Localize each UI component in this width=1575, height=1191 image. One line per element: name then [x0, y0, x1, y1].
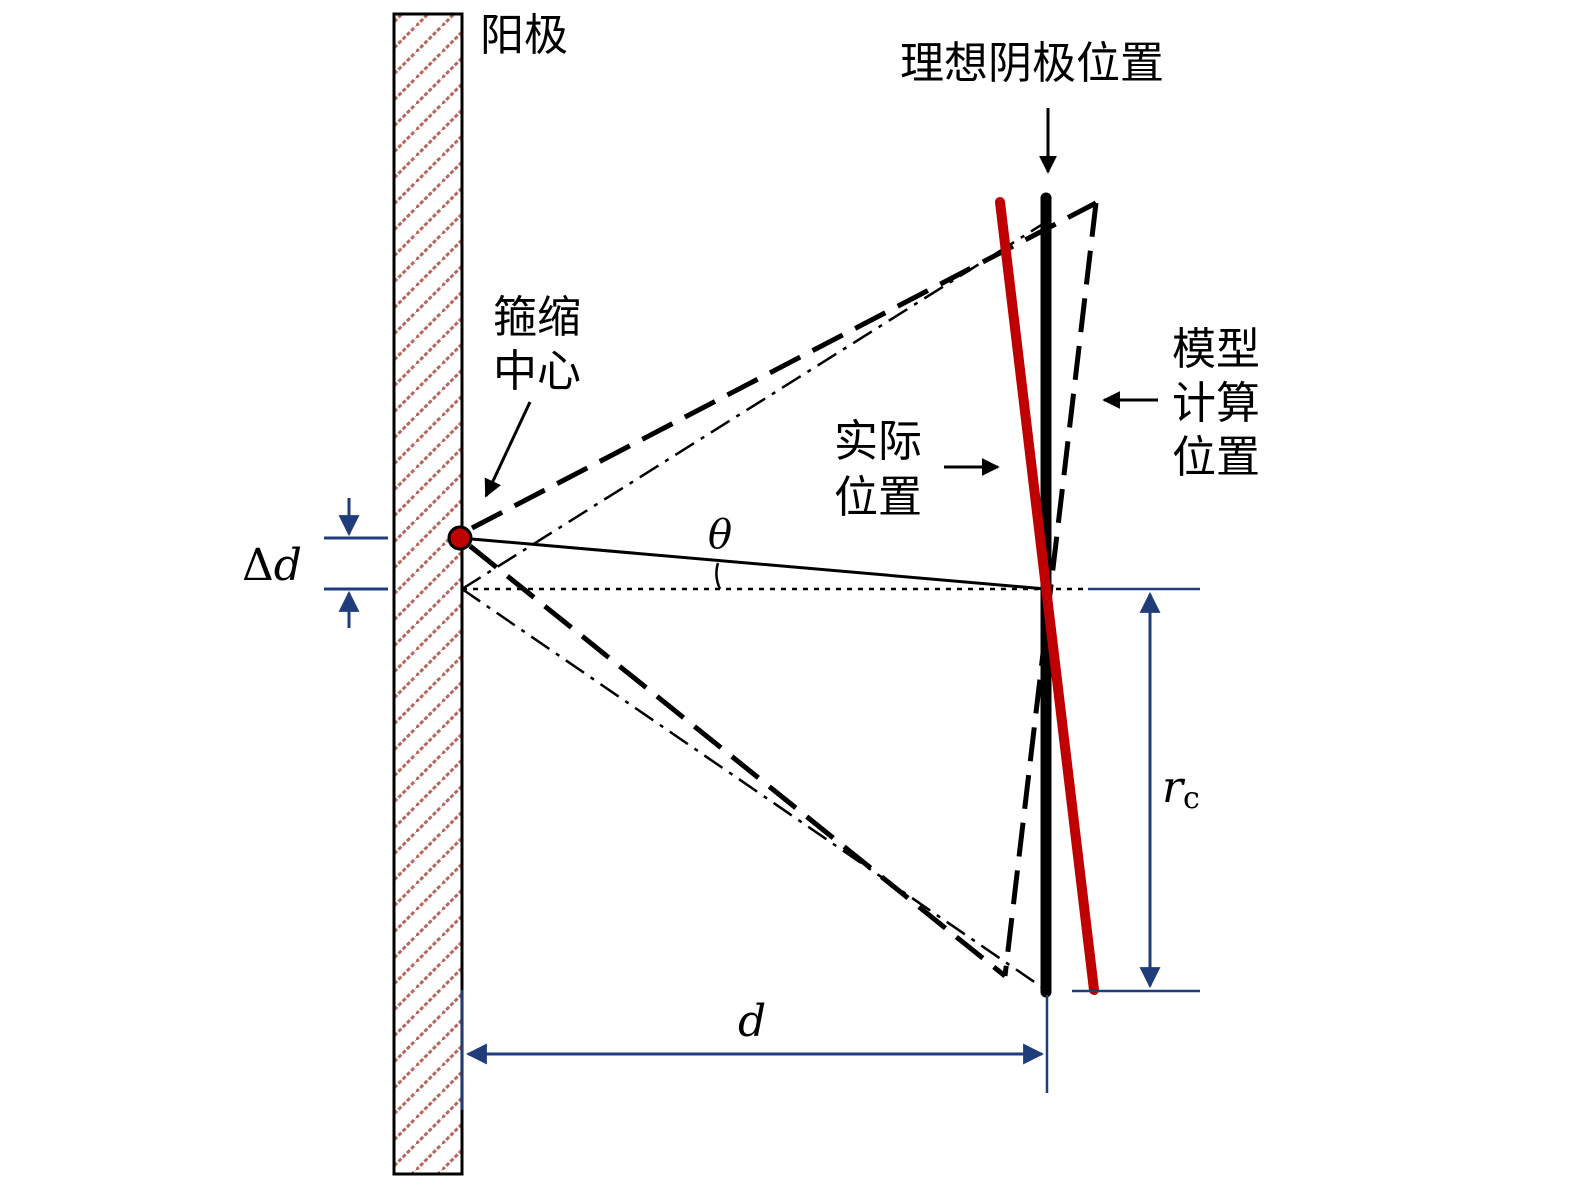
pinch-center-dot [447, 525, 473, 551]
dashdot-line-upper [461, 220, 1047, 591]
d-dimension [460, 990, 1049, 1110]
actual-position-label-line2: 位置 [834, 472, 922, 523]
delta-d-label: Δd [242, 540, 302, 591]
delta-symbol: Δ [242, 540, 274, 591]
dashed-line-lower [468, 544, 1007, 978]
d-label: d [738, 996, 766, 1047]
theta-arc [715, 562, 722, 590]
rc-label: rc [1162, 762, 1200, 816]
theta-label: θ [708, 512, 732, 558]
rc-subscript: c [1183, 781, 1200, 816]
delta-d-dimension [324, 498, 388, 628]
anode-label: 阳极 [480, 10, 568, 61]
anode-block [392, 12, 464, 1176]
pinch-center-label-line2: 中心 [493, 346, 581, 397]
delta-d-variable: d [274, 540, 302, 591]
rc-variable: r [1162, 762, 1186, 813]
ideal-cathode-position-label: 理想阴极位置 [900, 38, 1164, 89]
model-calc-label-line3: 位置 [1172, 432, 1260, 483]
dashdot-line-lower [461, 587, 1047, 992]
dashed-line-upper [470, 200, 1098, 531]
pinch-center-arrow [484, 401, 532, 498]
theta-ray-line [459, 536, 1047, 591]
actual-position-label-line1: 实际 [834, 416, 922, 467]
actual-cathode-line [995, 197, 1099, 995]
model-calc-label-line2: 计算 [1172, 378, 1260, 429]
model-calc-label-line1: 模型 [1172, 324, 1260, 375]
rc-dimension [1072, 587, 1200, 993]
pinch-center-label-line1: 箍缩 [493, 292, 581, 343]
